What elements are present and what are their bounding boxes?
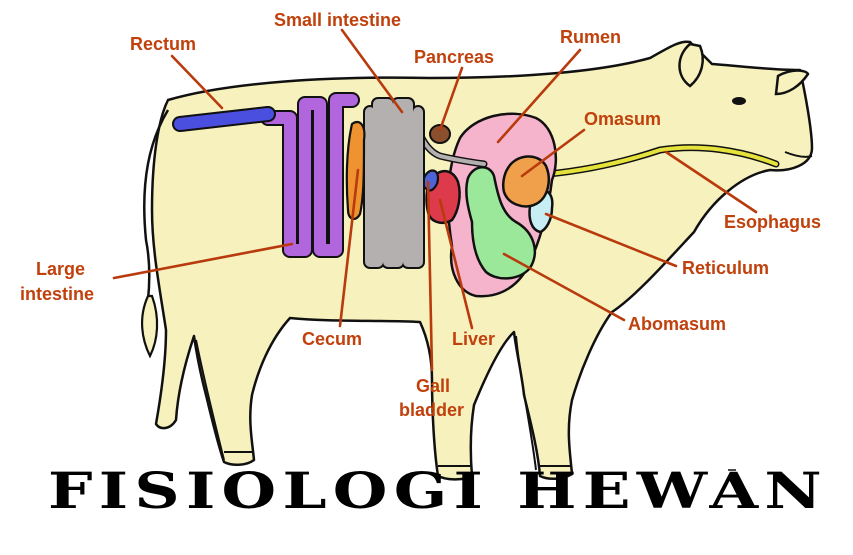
label-reticulum: Reticulum xyxy=(682,258,769,278)
small-intestine xyxy=(370,104,418,262)
label-gall-bladder-1: Gall xyxy=(416,376,450,396)
label-large-intestine-1: Large xyxy=(36,259,85,279)
label-omasum: Omasum xyxy=(584,109,661,129)
label-liver: Liver xyxy=(452,329,495,349)
label-small-intestine: Small intestine xyxy=(274,10,401,30)
label-rectum: Rectum xyxy=(130,34,196,54)
label-rumen: Rumen xyxy=(560,27,621,47)
cecum xyxy=(347,122,365,219)
label-gall-bladder-2: bladder xyxy=(399,400,464,420)
label-esophagus: Esophagus xyxy=(724,212,821,232)
cow-tail-tuft xyxy=(142,296,157,356)
banner-title: FISIOLOGI HEWAN xyxy=(48,461,828,520)
label-cecum: Cecum xyxy=(302,329,362,349)
omasum xyxy=(503,156,549,206)
label-large-intestine-2: intestine xyxy=(20,284,94,304)
label-pancreas: Pancreas xyxy=(414,47,494,67)
cow-eye xyxy=(732,97,746,105)
gall-bladder xyxy=(423,171,438,191)
label-abomasum: Abomasum xyxy=(628,314,726,334)
